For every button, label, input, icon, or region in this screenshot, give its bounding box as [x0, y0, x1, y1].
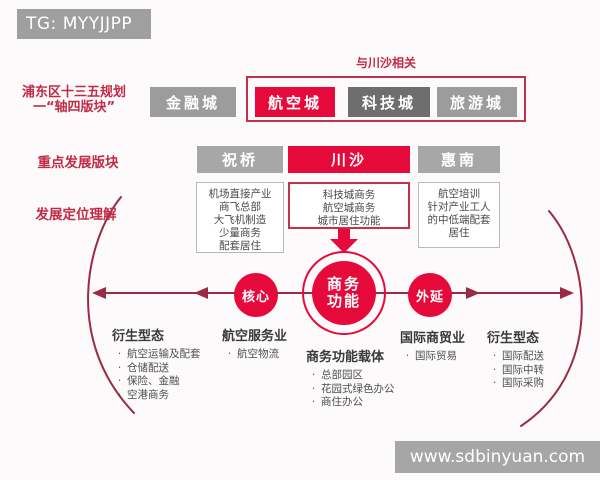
caption-chuansha-related: 与川沙相关 [355, 56, 416, 70]
column-derived-forms-right: 衍生型态 · 国际配送 · 国际中转 · 国际采购 [487, 327, 587, 391]
group-outline-chuansha-related [246, 76, 526, 122]
list-item: 少量商务 [219, 227, 261, 239]
bullet-dot-icon: · [311, 382, 316, 395]
axis-arrowhead-right-end-icon [560, 287, 574, 299]
right-arc [520, 210, 583, 427]
list-item-label: 保险、金融 [127, 375, 180, 387]
bullet-dot-icon: · [492, 350, 497, 362]
list-item-label: 国际配送 [502, 350, 544, 362]
list-item: · 国际采购 [487, 377, 587, 391]
label-pudong-plan-line2: 一“轴四版块” [32, 100, 116, 115]
axis-arrowhead-left-end-icon [92, 287, 106, 299]
bullet-dot-icon: · [117, 375, 122, 387]
detail-box-huinan: 航空培训针对产业工人的中低端配套居住 [418, 182, 500, 248]
box-tourism-city: 旅游城 [437, 87, 517, 117]
left-arc [87, 196, 135, 414]
column-business-function-carriers: 商务功能载体 · 总部园区 · 花园式绿色办公 · 商住办公 [306, 346, 432, 410]
list-item: · 国际贸易 [400, 350, 504, 364]
column-derived-forms-left: 衍生型态 · 航空运输及配套 · 仓储配送 · 保险、金融 · 空港商务 [112, 325, 228, 402]
list-item: · 国际中转 [487, 364, 587, 378]
label-pudong-plan-line1: 浦东区十三五规划 [21, 85, 126, 100]
list-item: 城市居住功能 [317, 215, 381, 227]
list-item-label: 国际采购 [502, 377, 544, 389]
list-item: 大飞机制造 [213, 214, 267, 226]
circle-business-function-line1: 商务 [326, 275, 361, 293]
detail-box-chuansha: 科技城商务航空城商务城市居住功能 [288, 182, 410, 229]
bullet-dot-icon: · [311, 369, 316, 381]
list-item-label: 总部园区 [321, 369, 363, 381]
bullet-dot-icon: · [117, 361, 122, 374]
list-item: · 商住办公 [306, 396, 432, 410]
bullet-dot-icon: · [492, 377, 497, 389]
label-pudong-plan: 浦东区十三五规划 一“轴四版块” [12, 85, 136, 115]
column-heading: 衍生型态 [112, 329, 165, 344]
down-arrow-icon [330, 227, 358, 253]
bullet-dot-icon: · [492, 363, 497, 376]
circle-extension: 外延 [408, 273, 452, 317]
box-aviation-city: 航空城 [255, 87, 335, 117]
list-item: · 空港商务 [112, 389, 228, 403]
bullet-dot-icon: · [117, 348, 122, 360]
circle-business-function-ring [302, 251, 386, 335]
list-item-label: 航空运输及配套 [127, 348, 201, 360]
list-item-label: 花园式绿色办公 [321, 382, 395, 395]
bullet-dot-icon: · [405, 350, 410, 362]
list-item: 科技城商务 [322, 189, 376, 201]
list-item-label: 国际中转 [502, 363, 544, 376]
list-item: 航空城商务 [322, 202, 376, 214]
column-international-trade: 国际商贸业 · 国际贸易 [400, 327, 504, 364]
label-development-positioning: 发展定位理解 [35, 207, 117, 223]
box-chuansha: 川沙 [288, 146, 410, 173]
list-item: 配套居住 [219, 240, 261, 252]
list-item: · 航空运输及配套 [112, 348, 228, 362]
circle-core: 核心 [234, 273, 278, 317]
column-heading: 衍生型态 [487, 331, 540, 346]
list-item: · 总部园区 [306, 369, 432, 383]
column-heading: 国际商贸业 [400, 331, 466, 346]
list-item: · 仓储配送 [112, 362, 228, 376]
box-technology-city: 科技城 [348, 87, 430, 117]
box-financial-city: 金融城 [150, 87, 236, 117]
bullet-dot-icon: · [311, 396, 316, 408]
list-item: 航空培训 [438, 188, 480, 200]
tg-watermark-badge: TG: MYYJJPP [17, 9, 151, 39]
circle-business-function-line2: 功能 [326, 292, 361, 310]
list-item: · 国际配送 [487, 350, 587, 364]
list-item: 的中低端配套 [427, 214, 491, 226]
list-item: · 花园式绿色办公 [306, 383, 432, 397]
column-items: · 总部园区 · 花园式绿色办公 · 商住办公 [306, 369, 432, 410]
list-item: 居住 [448, 227, 470, 239]
list-item: · 保险、金融 [112, 375, 228, 389]
column-items: · 国际贸易 [400, 350, 504, 364]
axis-arrowhead-left-mid-icon [194, 287, 208, 299]
list-item: 机场直接产业 [208, 188, 272, 200]
list-item: · 航空物流 [222, 348, 332, 362]
bullet-dot-icon: · [117, 388, 122, 401]
list-item-label: 仓储配送 [127, 361, 169, 374]
box-huinan: 惠南 [418, 146, 500, 173]
bullet-dot-icon: · [227, 348, 232, 360]
list-item: 针对产业工人 [427, 201, 491, 213]
column-items: · 国际配送 · 国际中转 · 国际采购 [487, 350, 587, 391]
list-item-label: 航空物流 [237, 348, 279, 360]
list-item-label: 空港商务 [127, 388, 169, 401]
column-aviation-services: 航空服务业 · 航空物流 [222, 325, 332, 362]
column-heading: 航空服务业 [222, 329, 288, 344]
list-item: 商飞总部 [219, 201, 261, 213]
column-heading: 商务功能载体 [306, 350, 385, 365]
detail-box-zhuqiao: 机场直接产业商飞总部大飞机制造少量商务配套居住 [196, 182, 284, 253]
column-items: · 航空物流 [222, 348, 332, 362]
site-watermark: www.sdbinyuan.com [395, 441, 600, 473]
list-item-label: 商住办公 [321, 396, 363, 408]
axis-arrowhead-right-mid-icon [466, 287, 480, 299]
box-zhuqiao: 祝桥 [197, 146, 283, 173]
label-key-development-blocks: 重点发展版块 [37, 155, 119, 171]
circle-business-function: 商务 功能 [312, 261, 376, 325]
list-item-label: 国际贸易 [415, 350, 457, 362]
column-items: · 航空运输及配套 · 仓储配送 · 保险、金融 · 空港商务 [112, 348, 228, 402]
